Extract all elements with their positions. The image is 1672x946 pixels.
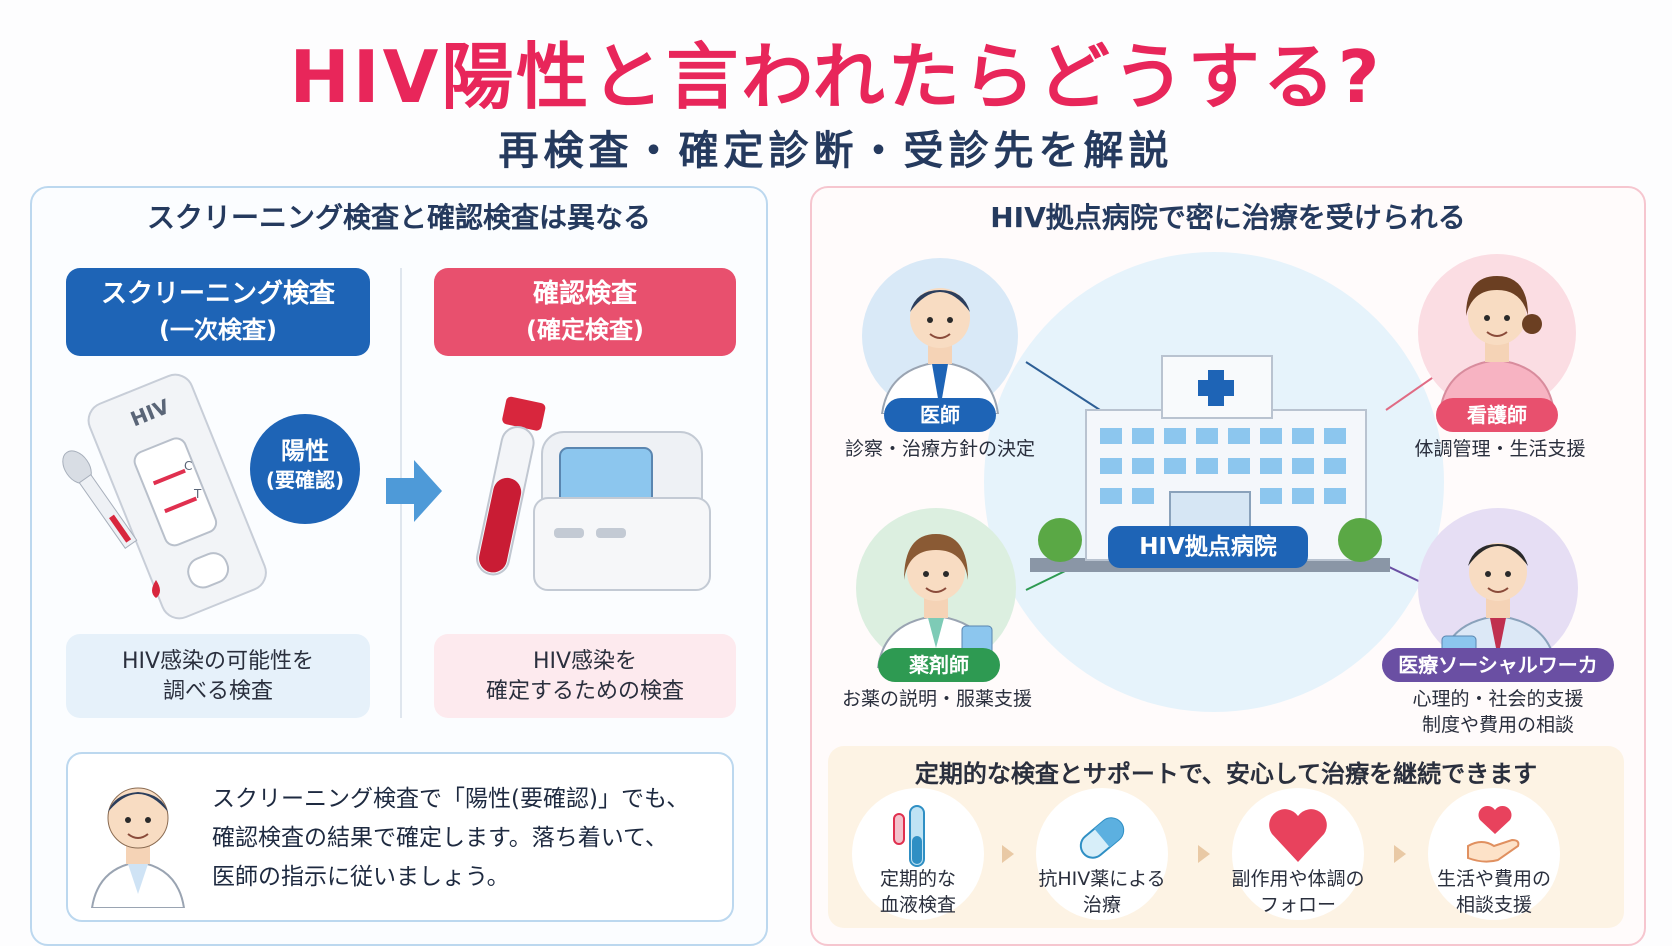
right-panel-heading: HIV拠点病院で密に治療を受けられる <box>990 201 1466 234</box>
step-arrow-1 <box>1002 845 1014 863</box>
step-arrow-2 <box>1198 845 1210 863</box>
test-tube-icon <box>893 805 925 867</box>
positive-badge-line1: 陽性 <box>281 437 329 465</box>
step-medication-label: 抗HIV薬による 治療 <box>1017 866 1187 918</box>
blood-drop-icon <box>152 580 160 598</box>
note-line2: 確認検査の結果で確定します。落ち着いて、 <box>212 825 668 851</box>
confirm-desc-line2: 確定するための検査 <box>485 679 684 704</box>
confirm-label-line1: 確認検査 <box>532 279 637 309</box>
screening-test-label: スクリーニング検査 (一次検査) <box>66 268 370 356</box>
note-text: スクリーニング検査で「陽性(要確認)」でも、 確認検査の結果で確定します。落ち着… <box>212 780 732 897</box>
social-worker-icon <box>1438 543 1558 668</box>
confirm-description: HIV感染を 確定するための検査 <box>434 634 736 718</box>
doctor-icon <box>880 288 1000 414</box>
blood-analyzer-illustration <box>476 396 711 591</box>
confirm-label-line2: (確定検査) <box>526 316 644 344</box>
page-title: HIV陽性と言われたらどうする? <box>289 35 1383 119</box>
heart-icon <box>1269 809 1327 862</box>
doctor-avatar <box>90 787 186 908</box>
screening-description: HIV感染の可能性を 調べる検査 <box>66 634 370 718</box>
test-kit-illustration: HIV C T <box>62 373 267 620</box>
step-follow-up-line2: フォロー <box>1259 894 1336 916</box>
confirm-desc-line1: HIV感染を <box>532 649 638 674</box>
capsule-icon <box>1079 817 1125 859</box>
role-desc-social-worker: 心理的・社会的支援 制度や費用の相談 <box>1378 686 1618 738</box>
arrow-right-icon <box>386 460 442 522</box>
hand-heart-icon <box>1467 805 1520 863</box>
pharmacist-icon <box>876 534 996 668</box>
step-consultation-line2: 相談支援 <box>1455 894 1532 916</box>
confirm-test-label: 確認検査 (確定検査) <box>434 268 736 356</box>
role-desc-doctor: 診察・治療方針の決定 <box>844 438 1035 460</box>
page-subtitle: 再検査・確定診断・受診先を解説 <box>498 128 1174 174</box>
note-line1: スクリーニング検査で「陽性(要確認)」でも、 <box>212 786 690 812</box>
screening-label-line1: スクリーニング検査 <box>100 279 335 309</box>
role-badge-doctor: 医師 <box>884 398 996 432</box>
step-blood-test-label: 定期的な 血液検査 <box>833 866 1003 918</box>
role-desc-nurse: 体調管理・生活支援 <box>1414 438 1586 460</box>
step-blood-test-line1: 定期的な <box>879 868 956 890</box>
screening-desc-line1: HIV感染の可能性を <box>121 649 315 674</box>
screening-label-line2: (一次検査) <box>159 316 277 344</box>
hospital-label: HIV拠点病院 <box>1108 526 1308 568</box>
role-desc-social-worker-line1: 心理的・社会的支援 <box>1412 688 1584 710</box>
nurse-icon <box>1438 276 1556 412</box>
screening-desc-line2: 調べる検査 <box>162 679 273 704</box>
step-consultation-line1: 生活や費用の <box>1436 868 1551 890</box>
step-blood-test-line2: 血液検査 <box>879 894 956 916</box>
support-heading: 定期的な検査とサポートで、安心して治療を継続できます <box>914 760 1538 788</box>
step-arrow-3 <box>1394 845 1406 863</box>
step-medication-line2: 治療 <box>1082 894 1121 916</box>
note-line3: 医師の指示に従いましょう。 <box>212 864 510 890</box>
blood-tube-icon <box>476 396 546 576</box>
role-badge-pharmacist: 薬剤師 <box>878 648 1000 682</box>
positive-badge: 陽性 (要確認) <box>250 414 360 524</box>
left-panel-heading: スクリーニング検査と確認検査は異なる <box>146 201 651 234</box>
step-medication-line1: 抗HIV薬による <box>1038 868 1166 890</box>
role-desc-social-worker-line2: 制度や費用の相談 <box>1421 714 1574 736</box>
role-desc-pharmacist: お薬の説明・服薬支援 <box>841 688 1032 710</box>
step-follow-up-label: 副作用や体調の フォロー <box>1213 866 1383 918</box>
step-follow-up-line1: 副作用や体調の <box>1231 868 1365 890</box>
step-consultation-label: 生活や費用の 相談支援 <box>1409 866 1579 918</box>
kit-t-label: T <box>193 487 202 501</box>
positive-badge-line2: (要確認) <box>265 468 345 492</box>
role-badge-social-worker: 医療ソーシャルワーカー <box>1382 648 1614 711</box>
kit-c-label: C <box>184 459 192 473</box>
role-badge-nurse: 看護師 <box>1436 398 1558 432</box>
